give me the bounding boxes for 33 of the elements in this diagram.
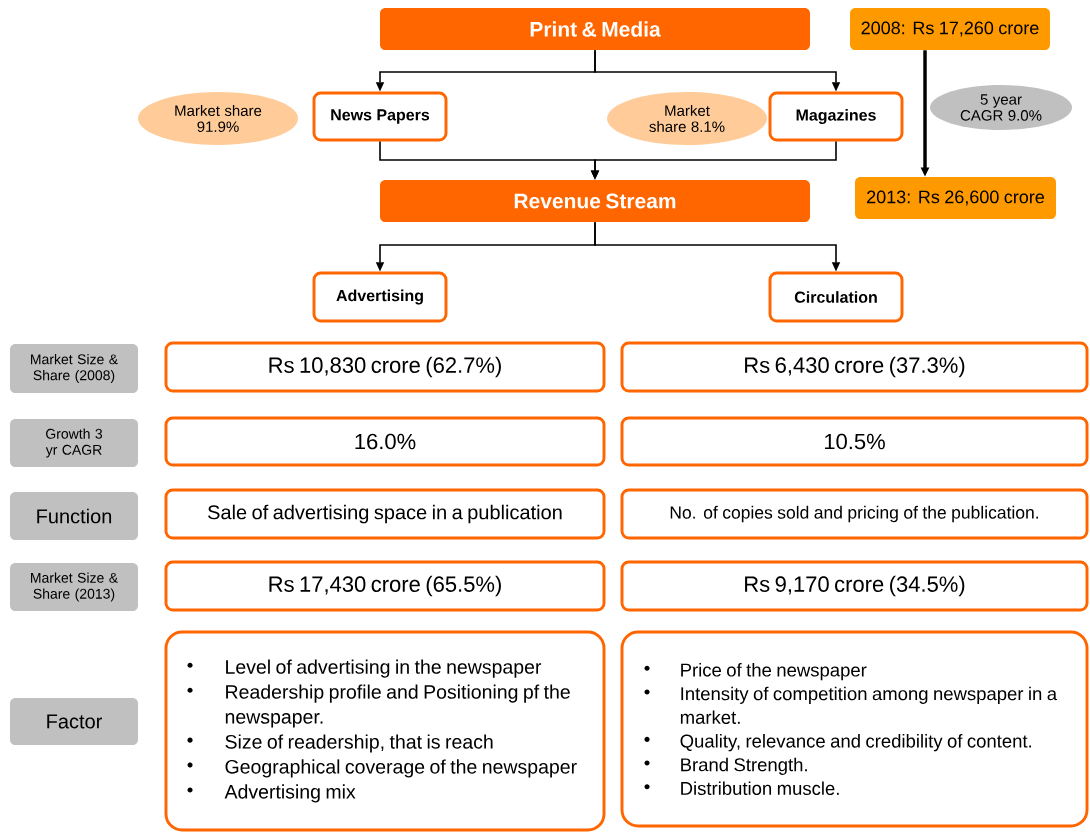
row-label: Function (10, 492, 138, 540)
bullet-item: Quality, relevance and credibility of content. (644, 734, 1032, 752)
table-cell: Rs 10,830 crore (62.7%) (164, 341, 606, 393)
bullet-item: Intensity of competition among newspaper in a market. (644, 686, 1058, 724)
category-box: Circulation (768, 271, 904, 323)
table-cell: Sale of advertising space in a publication (164, 488, 606, 540)
bullet-item: Level of advertising in the newspaper (187, 659, 542, 678)
table-cell: Rs 17,430 crore (65.5%) (164, 560, 606, 612)
row-label: Market Size & Share (2013) (10, 563, 138, 611)
bullet-list-box (164, 630, 606, 832)
row-label: Factor (10, 698, 138, 745)
bullet-item: Distribution muscle. (644, 781, 839, 795)
bullet-item: Advertising mix (187, 784, 356, 803)
row-label: Market Size & Share (2008) (10, 344, 138, 393)
table-cell: 16.0% (164, 416, 606, 467)
bullet-item: Geographical coverage of the newspaper (187, 759, 577, 778)
row-label: Growth 3 yr CAGR (10, 419, 138, 467)
bullet-item: Brand Strength. (644, 757, 807, 775)
table-cell: Rs 9,170 crore (34.5%) (620, 560, 1089, 612)
bullet-list-box (620, 630, 1089, 828)
bullet-item: Size of readership, that is reach (187, 734, 493, 753)
heading-box: Print & Media (380, 8, 810, 50)
category-box: News Papers (312, 91, 448, 142)
heading-box: Revenue Stream (380, 180, 810, 222)
category-box: Advertising (312, 271, 448, 323)
table-cell: No. of copies sold and pricing of the publication. (620, 488, 1089, 540)
category-box: Magazines (768, 91, 904, 142)
table-cell: 10.5% (620, 416, 1089, 467)
value-box: 2008: Rs 17,260 crore (850, 8, 1050, 50)
value-box: 2013: Rs 26,600 crore (855, 177, 1056, 219)
bullet-item: Price of the newspaper (644, 663, 867, 681)
bullet-item: Readership profile and Positioning pf the newspaper. (187, 684, 570, 728)
table-cell: Rs 6,430 crore (37.3%) (620, 341, 1089, 393)
